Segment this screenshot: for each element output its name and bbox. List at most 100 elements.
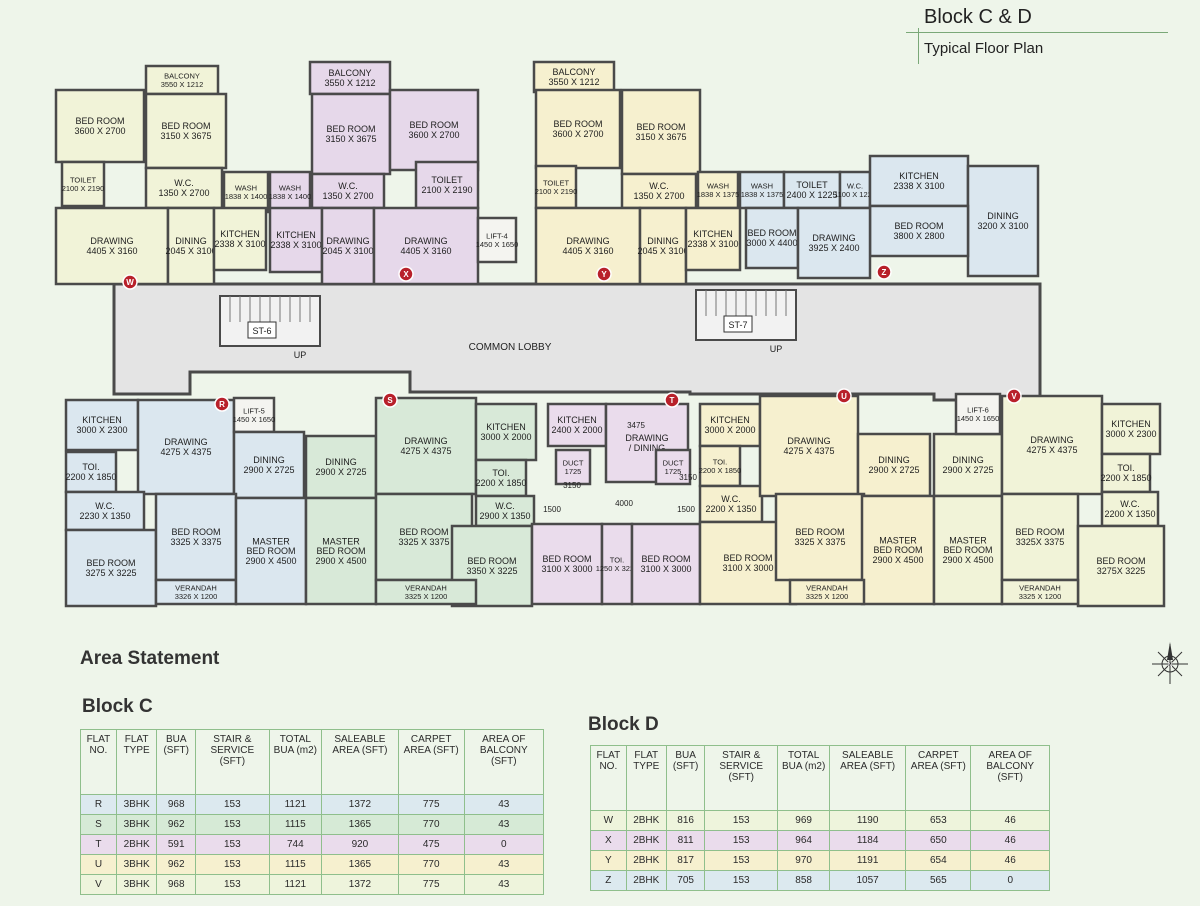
flat-marker-v: V [1006, 388, 1022, 404]
room-dimension: 2200 X 1350 [705, 504, 756, 514]
room-name: KITCHEN [710, 415, 750, 425]
table-cell: 920 [321, 834, 399, 855]
table-cell: 2BHK [625, 830, 667, 851]
room-name: DINING [987, 211, 1019, 221]
staircase-7: ST-7UP [695, 289, 797, 354]
table-cell: 1115 [268, 854, 323, 875]
room-name: DRAWING [164, 437, 207, 447]
room-name: BED ROOM [161, 121, 210, 131]
room-w-c: W.C.2900 X 1350 [474, 494, 536, 528]
column-header: BUA (SFT) [665, 745, 706, 811]
room-dimension: 2900 X 2725 [868, 465, 919, 475]
header-divider [906, 32, 1168, 33]
room-name: MASTER [322, 536, 360, 546]
room-dimension: 2338 X 3100 [214, 239, 265, 249]
room-dimension: 2338 X 3100 [893, 181, 944, 191]
table-cell: 1184 [829, 830, 907, 851]
room-name: DRAWING [404, 436, 447, 446]
table-cell: 153 [195, 834, 270, 855]
table-cell: 46 [970, 830, 1050, 851]
room-name: VERANDAH [1019, 584, 1061, 593]
table-cell: 475 [397, 834, 465, 855]
dimension-label: 1500 [543, 505, 561, 514]
table-cell: 3BHK [115, 794, 158, 815]
room-name: BED ROOM [316, 546, 365, 556]
table-cell: W [590, 810, 627, 831]
room-dimension: 3000 X 2300 [1105, 429, 1156, 439]
room-name: KITCHEN [899, 171, 939, 181]
flat-marker-label: V [1011, 392, 1017, 401]
table-cell: 0 [463, 834, 545, 855]
room-name: BED ROOM [723, 553, 772, 563]
column-header: CARPET AREA (SFT) [905, 745, 972, 811]
table-cell: 1365 [321, 814, 399, 835]
room-dimension: 2338 X 3100 [270, 240, 321, 250]
room-name: BED ROOM [542, 554, 591, 564]
column-header: AREA OF BALCONY (SFT) [463, 729, 545, 795]
room-name: BED ROOM [553, 119, 602, 129]
table-cell: 565 [905, 870, 972, 891]
room-toi: TOI.2200 X 1850 [1100, 452, 1152, 494]
room-w-c: W.C.1350 X 2700 [620, 172, 698, 210]
room-dimension: 4405 X 3160 [400, 246, 451, 256]
room-name: BED ROOM [75, 116, 124, 126]
room-name: DRAWING [326, 236, 369, 246]
column-header: AREA OF BALCONY (SFT) [970, 745, 1050, 811]
table-cell: 2BHK [115, 834, 158, 855]
table-cell: 816 [665, 810, 706, 831]
room-dimension: 1350 X 2700 [633, 191, 684, 201]
room-dimension: 3550 X 1212 [548, 77, 599, 87]
table-cell: 1190 [829, 810, 907, 831]
table-cell: 744 [268, 834, 323, 855]
flat-marker-u: U [836, 388, 852, 404]
room-dimension: 1838 X 1375 [741, 190, 784, 199]
room-dimension: 2900 X 4500 [315, 556, 366, 566]
table-cell: 968 [156, 794, 197, 815]
room-dimension: 3000 X 2000 [704, 425, 755, 435]
room-dimension: 3550 X 1212 [324, 78, 375, 88]
room-name: DINING [952, 455, 984, 465]
table-cell: 0 [970, 870, 1050, 891]
room-name: MASTER [879, 535, 917, 545]
room-dimension: 1450 X 1650 [476, 240, 519, 249]
room-dimension: 3150 X 3675 [160, 131, 211, 141]
room-dimension: 3150 X 3675 [325, 134, 376, 144]
table-cell: 1057 [829, 870, 907, 891]
table-cell: 962 [156, 814, 197, 835]
room-name: W.C. [847, 182, 863, 191]
room-name: BED ROOM [326, 124, 375, 134]
room-name: LIFT-6 [967, 406, 989, 415]
room-dimension: 3325 X 3375 [794, 537, 845, 547]
room-dimension: 3600 X 2700 [408, 130, 459, 140]
table-cell: 153 [704, 810, 779, 831]
column-header: BUA (SFT) [156, 729, 197, 795]
room-name: BED ROOM [171, 527, 220, 537]
table-cell: T [80, 834, 117, 855]
